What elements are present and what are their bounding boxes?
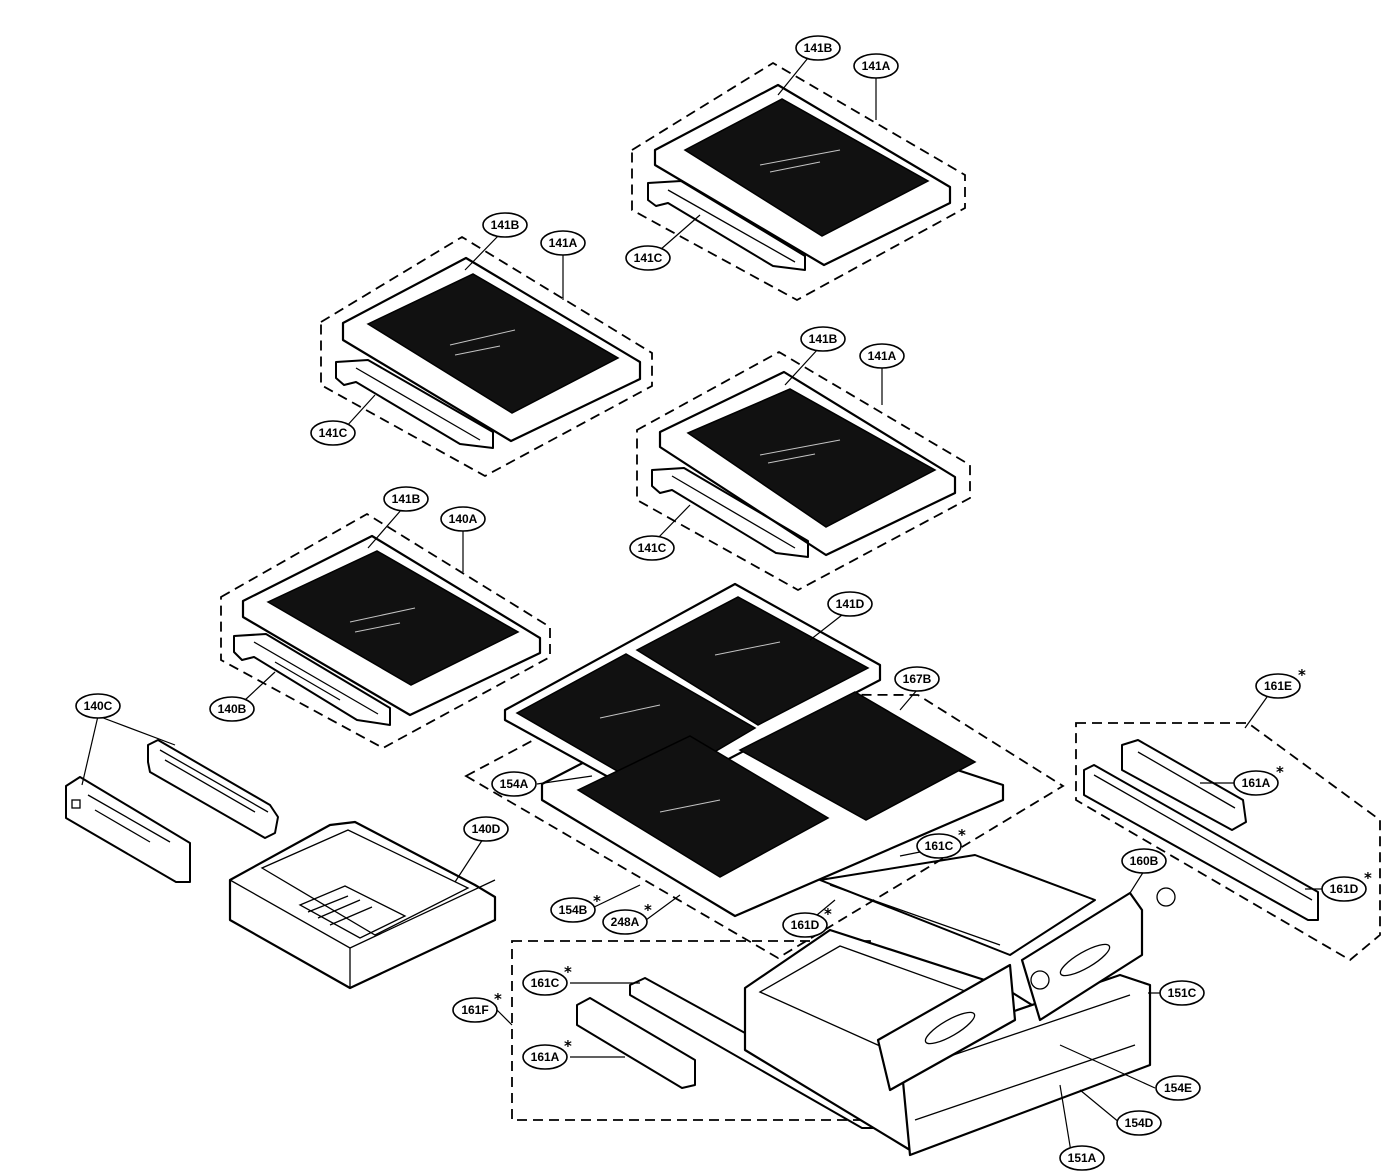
svg-text:248A: 248A: [611, 915, 640, 929]
svg-text:160B: 160B: [1130, 854, 1159, 868]
callout-141B-shelf2: 141B: [482, 212, 528, 238]
svg-text:154E: 154E: [1164, 1081, 1192, 1095]
shelf-assembly-141A-top: [631, 61, 966, 302]
callout-141C-shelf2: 141C: [310, 420, 356, 446]
glass-shelf-assembly-141D: [464, 582, 1065, 960]
svg-text:141C: 141C: [638, 541, 667, 555]
svg-text:141C: 141C: [634, 251, 663, 265]
svg-text:141C: 141C: [319, 426, 348, 440]
callout-151C: 151C: [1159, 980, 1205, 1006]
svg-text:161D: 161D: [1330, 882, 1359, 896]
svg-text:161C: 161C: [925, 839, 954, 853]
callout-141A-shelf3: 141A: [859, 343, 905, 369]
callout-154A: 154A: [491, 771, 537, 797]
svg-text:161D: 161D: [791, 918, 820, 932]
callout-161C-left: 161C *: [522, 963, 572, 996]
svg-text:151A: 151A: [1068, 1151, 1097, 1165]
callout-161A-right: 161A *: [1233, 763, 1284, 796]
svg-text:*: *: [494, 990, 502, 1008]
callout-161D-center: 161D *: [782, 905, 832, 938]
callout-141B-shelf1: 141B: [795, 35, 841, 61]
callout-141B-shelf3: 141B: [800, 326, 846, 352]
shelf-assembly-140A: [220, 512, 551, 750]
callout-141A-shelf2: 141A: [540, 230, 586, 256]
svg-text:140B: 140B: [218, 702, 247, 716]
callout-140D: 140D: [463, 816, 509, 842]
svg-text:*: *: [644, 901, 652, 919]
callout-154D: 154D: [1116, 1110, 1162, 1136]
callout-167B: 167B: [894, 666, 940, 692]
callout-140A: 140A: [440, 506, 486, 532]
svg-text:*: *: [564, 963, 572, 981]
callout-161E: 161E *: [1255, 666, 1306, 699]
svg-text:141B: 141B: [804, 41, 833, 55]
svg-text:140C: 140C: [84, 699, 113, 713]
callout-161A-left: 161A *: [522, 1037, 572, 1070]
svg-text:*: *: [1298, 666, 1306, 684]
svg-text:141A: 141A: [862, 59, 891, 73]
callout-248A: 248A *: [602, 901, 652, 935]
svg-text:141D: 141D: [836, 597, 865, 611]
callout-154B: 154B *: [550, 892, 601, 923]
callout-154E: 154E: [1155, 1075, 1201, 1101]
rail-kit-161E: [1075, 722, 1381, 962]
svg-text:140D: 140D: [472, 822, 501, 836]
callout-141C-shelf3: 141C: [629, 535, 675, 561]
callout-161F: 161F *: [452, 990, 502, 1023]
svg-text:161F: 161F: [461, 1003, 488, 1017]
svg-text:*: *: [958, 826, 966, 844]
lower-drawer-assembly: [511, 854, 1176, 1157]
rail-set-140C: [65, 739, 279, 883]
callout-161D-right: 161D *: [1321, 869, 1372, 902]
callout-141C-shelf1: 141C: [625, 245, 671, 271]
svg-text:141B: 141B: [491, 218, 520, 232]
svg-text:*: *: [564, 1037, 572, 1055]
svg-text:*: *: [1276, 763, 1284, 781]
svg-text:141B: 141B: [809, 332, 838, 346]
svg-text:154A: 154A: [500, 777, 529, 791]
callout-160B: 160B: [1121, 848, 1167, 874]
svg-text:154B: 154B: [559, 903, 588, 917]
svg-text:*: *: [1364, 869, 1372, 887]
shelf-assembly-141A-right: [636, 350, 971, 592]
shelf-assembly-141A-left: [320, 235, 653, 478]
svg-text:*: *: [593, 892, 601, 910]
crisper-drawer-140D: [228, 820, 497, 990]
svg-text:161E: 161E: [1264, 679, 1292, 693]
svg-text:167B: 167B: [903, 672, 932, 686]
svg-text:*: *: [824, 905, 832, 923]
svg-text:151C: 151C: [1168, 986, 1197, 1000]
callout-161C-center: 161C *: [916, 826, 966, 859]
callout-141B-shelf4: 141B: [383, 486, 429, 512]
callout-140B: 140B: [209, 696, 255, 722]
svg-text:141B: 141B: [392, 492, 421, 506]
svg-text:154D: 154D: [1125, 1116, 1154, 1130]
svg-text:161A: 161A: [1242, 776, 1271, 790]
svg-text:161A: 161A: [531, 1050, 560, 1064]
svg-text:140A: 140A: [449, 512, 478, 526]
callout-151A: 151A: [1059, 1145, 1105, 1171]
svg-text:161C: 161C: [531, 976, 560, 990]
callout-141D: 141D: [827, 591, 873, 617]
callout-140C: 140C: [75, 693, 121, 719]
callout-141A-shelf1: 141A: [853, 53, 899, 79]
svg-text:141A: 141A: [549, 236, 578, 250]
svg-text:141A: 141A: [868, 349, 897, 363]
